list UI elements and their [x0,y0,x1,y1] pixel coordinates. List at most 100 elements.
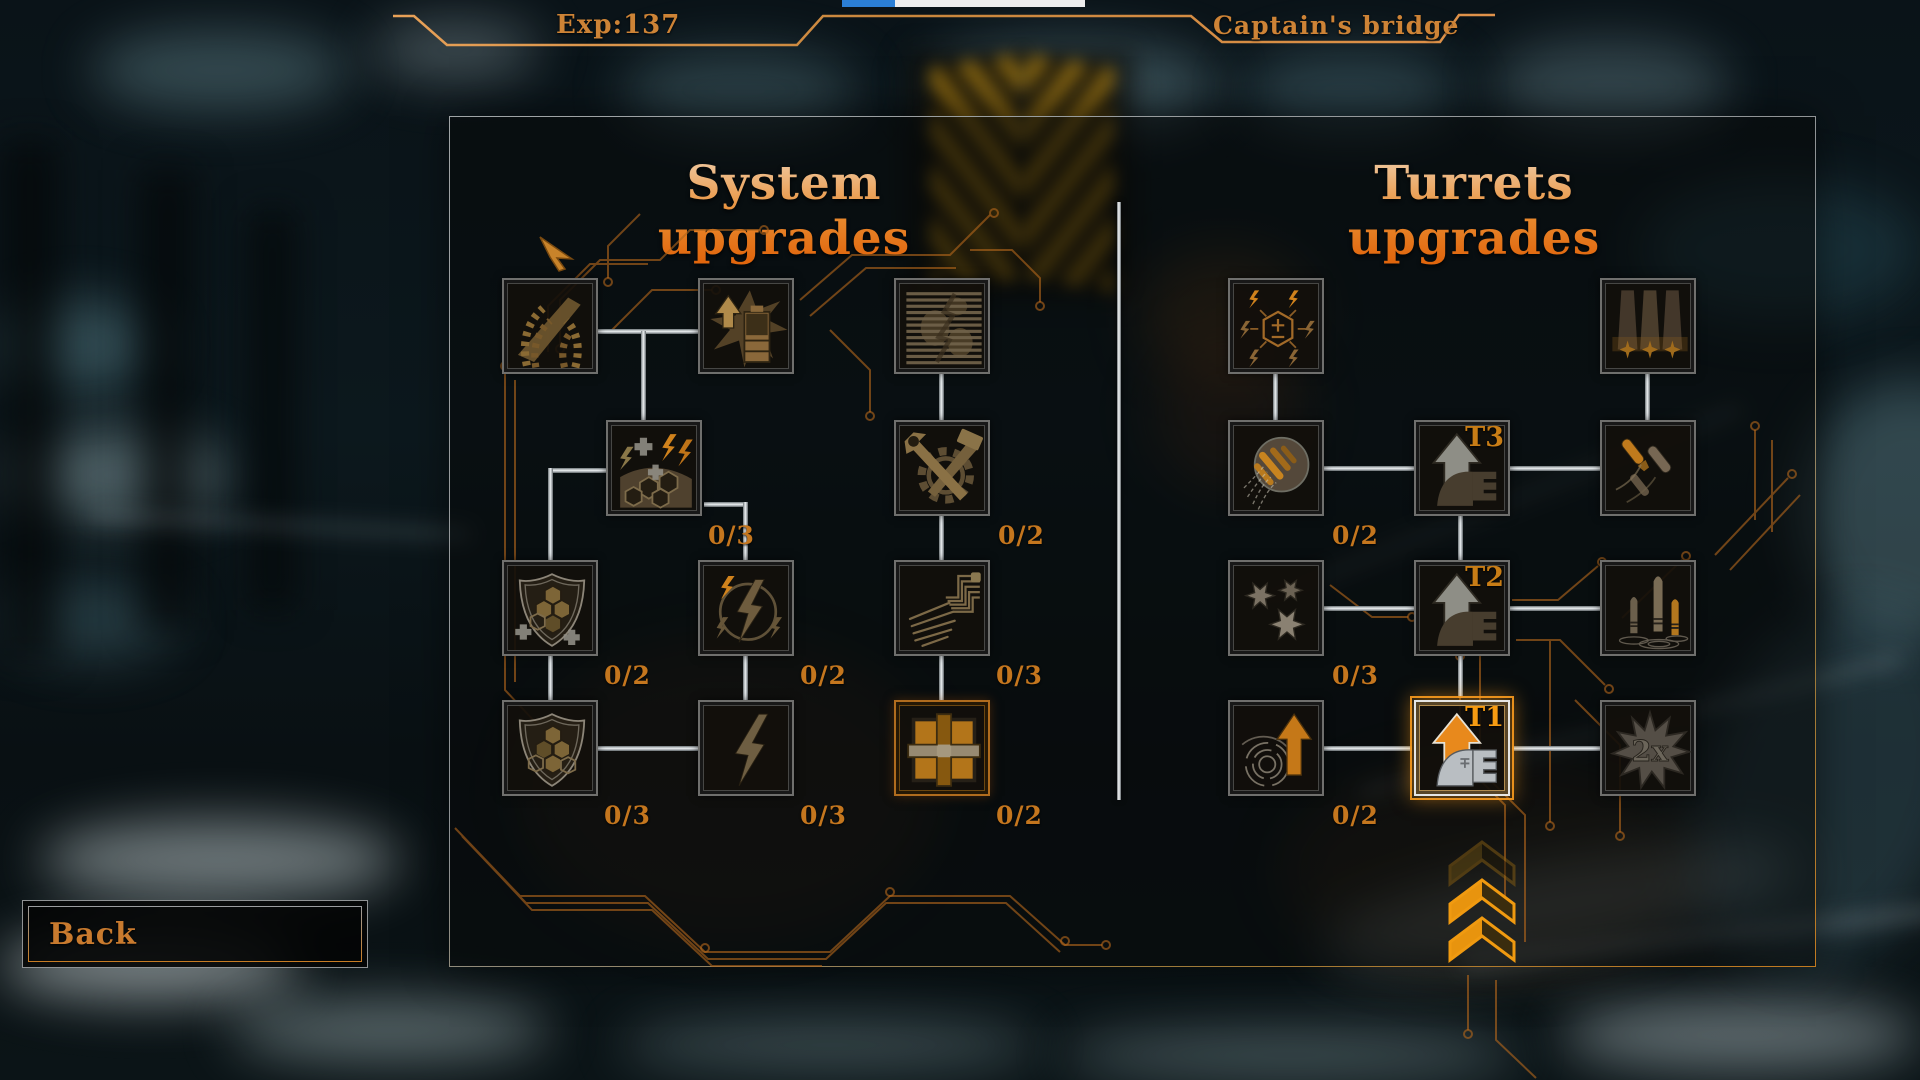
tree-connector [704,502,748,507]
tree-connector [939,656,944,700]
upgrade-count: 0/3 [800,801,847,830]
bg-glow [370,20,540,80]
right-tree-title: Turrets upgrades [1244,156,1704,266]
tree-connector [1273,374,1278,420]
upgrade-node-armor-shutters[interactable] [894,278,990,374]
double-shot-icon: 2x [1609,709,1693,791]
lightning-bolt-icon [734,713,769,787]
tree-connector [548,468,553,560]
upgrade-count: 0/2 [800,661,847,690]
armor-shutters-icon [906,292,982,365]
rank-laurel-icon [517,297,582,369]
upgrade-count: 0/2 [1332,521,1379,550]
sensor-array-icon [908,572,981,647]
upgrade-count: 0/2 [604,661,651,690]
bg-glow [0,580,180,660]
upgrade-count: 0/2 [996,801,1043,830]
top-edge-white-bar [895,0,1085,7]
battery-boost-icon [710,290,788,368]
upgrade-node-radar-range[interactable] [1228,700,1324,796]
exp-label: Exp:137 [556,10,681,40]
rockets-icon [1615,438,1672,504]
upgrade-node-rockets[interactable] [1600,420,1696,516]
tree-connector [1458,516,1463,560]
upgrade-count: 0/3 [996,661,1043,690]
upgrade-count: 0/2 [998,521,1045,550]
upgrade-node-battery-boost[interactable] [698,278,794,374]
double-shot-label: 2x [1631,734,1669,768]
upgrade-count: 0/3 [604,801,651,830]
upgrade-node-turret-tier-3[interactable]: T3 [1414,420,1510,516]
tier-label: T1 [1465,702,1504,733]
tier-label: T3 [1465,422,1504,453]
upgrade-node-orbital-beams[interactable] [1600,278,1696,374]
tree-connector [1324,746,1412,751]
turret-tier3-icon [1431,432,1497,506]
water-missiles-icon [1618,576,1689,650]
upgrade-node-shield-dome[interactable] [606,420,702,516]
tree-connector [1510,606,1600,611]
upgrade-node-shield-plus[interactable] [502,560,598,656]
bg-structure [250,210,295,610]
tree-connector [598,329,698,334]
bg-light-ray [89,510,471,540]
back-button[interactable]: Back [22,900,368,968]
upgrade-node-star-shots[interactable] [1228,560,1324,656]
bg-structure [140,170,195,630]
radar-range-icon [1241,712,1313,787]
star-shots-icon [1243,578,1306,641]
energy-distribution-icon [1240,290,1315,368]
upgrade-count: 0/3 [708,521,755,550]
bg-glow [0,300,160,390]
tree-connector [743,502,748,560]
tier-label: T2 [1465,562,1504,593]
upgrade-node-lightning-bolt[interactable] [698,700,794,796]
energy-surge-icon [716,575,783,643]
repair-tools-icon [904,428,983,504]
tree-connector [939,516,944,560]
upgrade-node-double-shot[interactable]: 2x [1600,700,1696,796]
tree-connector [1510,466,1600,471]
location-label: Captain's bridge [1213,11,1460,40]
shield-plus-icon [515,573,586,647]
panel-divider [1117,202,1121,800]
upgrade-node-sensor-array[interactable] [894,560,990,656]
upgrade-node-shield-hex[interactable] [502,700,598,796]
upgrade-node-energy-distribution[interactable] [1228,278,1324,374]
tree-connector [939,374,944,420]
bg-glow [40,820,400,900]
upgrade-node-energy-surge[interactable] [698,560,794,656]
tree-connector [1324,606,1414,611]
bg-glow [10,430,230,520]
bg-glow [90,30,350,110]
tree-connector [1645,374,1650,420]
upgrade-node-repair-kit[interactable] [894,700,990,796]
upgrade-node-turret-tier-1[interactable]: T1 [1410,696,1514,800]
left-tree-title: System upgrades [554,156,1014,266]
hud-bracket-line [393,13,1495,47]
top-edge-blue-bar [842,0,895,7]
orbital-beams-icon [1612,290,1688,359]
bg-glow [1060,1030,1520,1080]
tree-connector [598,746,698,751]
shield-dome-icon [620,434,693,509]
upgrade-node-turret-tier-2[interactable]: T2 [1414,560,1510,656]
shield-hex-icon [518,713,586,787]
upgrade-node-shell-barrage[interactable] [1228,420,1324,516]
upgrade-node-water-missiles[interactable] [1600,560,1696,656]
upgrade-node-repair-tools[interactable] [894,420,990,516]
turret-tier2-icon [1431,572,1497,646]
tree-connector [743,656,748,700]
tree-connector [641,331,646,421]
back-button-frame: Back [28,906,362,962]
bg-glow [1560,1000,1920,1070]
bg-glow [1800,380,1920,640]
bg-glow [230,1000,550,1060]
shell-barrage-icon [1243,436,1310,510]
upgrade-node-rank-laurel[interactable] [502,278,598,374]
repair-kit-icon [907,713,981,787]
tree-connector [1458,656,1463,698]
tree-connector [548,656,553,700]
tree-connector [1512,746,1600,751]
